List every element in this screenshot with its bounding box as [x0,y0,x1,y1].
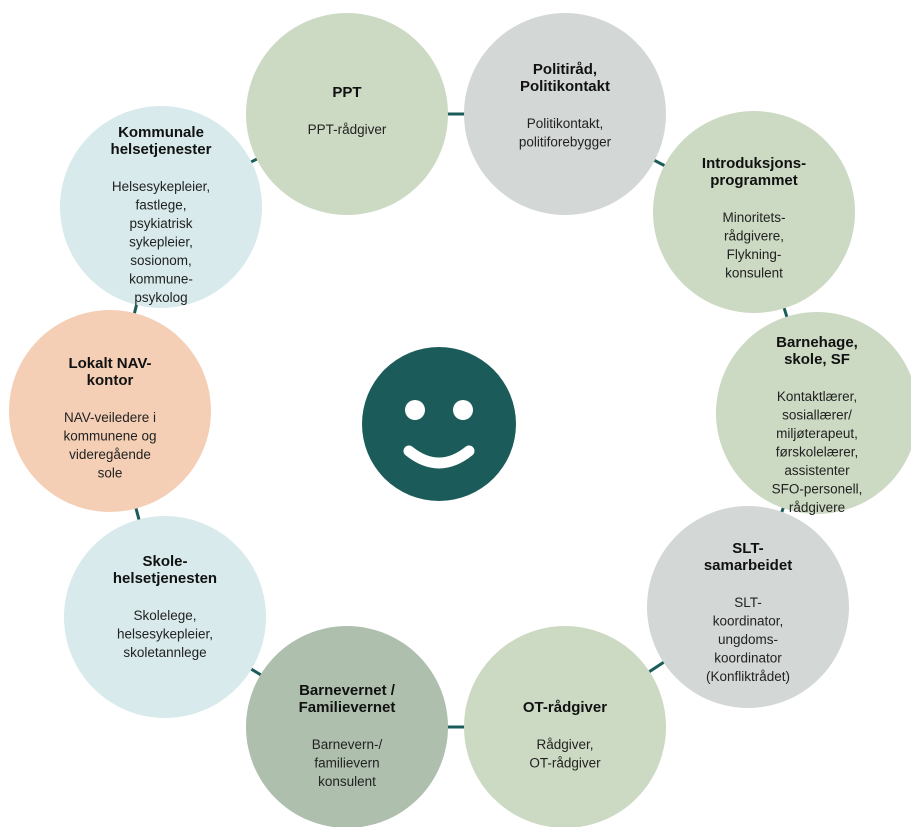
node-circle [246,626,448,827]
node-title: Familievernet [299,699,396,716]
node-description-line: Rådgiver, [536,737,593,752]
node-circle [647,506,849,708]
node-title: programmet [710,172,798,189]
node-circle [653,111,855,313]
node-description-line: rådgivere, [724,229,784,244]
node-barnehage: Barnehage,skole, SF Kontaktlærer, sosiallæ… [716,312,911,515]
node-description-line: Barnevern-/ [312,737,383,752]
node-title: PPT [332,84,361,101]
smiley-face-icon [362,347,516,501]
node-title: samarbeidet [704,557,792,574]
smiley-left-eye [405,400,425,420]
node-title: Skole- [142,553,187,570]
node-description-line: Kontaktlærer, [777,389,857,404]
node-circle [64,516,266,718]
node-title: OT-rådgiver [523,699,607,716]
node-description-line: PPT-rådgiver [308,122,387,137]
node-title: skole, SF [784,351,850,368]
node-description-line: kommune- [129,272,193,287]
node-circle [246,13,448,215]
node-description-line: videregående [69,447,151,462]
node-title: helsetjenesten [113,570,217,587]
node-description-line: Helsesykepleier, [112,179,210,194]
smiley-right-eye [453,400,473,420]
node-description-line: psykolog [134,290,187,305]
node-title: Introduksjons- [702,155,806,172]
node-description-line: sosiallærer/ [782,408,852,423]
node-description-line: Flykning- [727,247,782,262]
node-description-line: sykepleier, [129,235,193,250]
node-description-line: konsulent [318,774,376,789]
node-description-line: Skolelege, [133,608,196,623]
node-description-line: SFO-personell, [772,482,863,497]
node-description-line: koordinator [714,651,782,666]
node-description-line: helsesykepleier, [117,627,213,642]
node-circle [9,310,211,512]
node-description-line: sole [98,466,123,481]
node-description-line: konsulent [725,266,783,281]
node-title: Barnehage, [776,334,858,351]
node-description-line: psykiatrisk [129,216,192,231]
node-circle [464,13,666,215]
node-title: Politikontakt [520,78,610,95]
node-title: Lokalt NAV- [68,355,151,372]
node-description-line: koordinator, [713,614,784,629]
node-circle [716,312,911,514]
node-description-line: NAV-veiledere i [64,410,156,425]
node-title: helsetjenester [111,141,212,158]
node-circle [60,106,262,308]
node-description-line: Politikontakt, [527,116,604,131]
node-description-line: fastlege, [135,198,186,213]
node-title: Kommunale [118,124,204,141]
node-description-line: sosionom, [130,253,192,268]
node-description-line: skoletannlege [123,645,206,660]
smiley-mouth [403,445,475,469]
node-description-line: SLT- [734,595,762,610]
node-description-line: OT-rådgiver [529,756,601,771]
node-description-line: rådgivere [789,500,845,515]
node-description-line: familievern [314,756,379,771]
node-title: Politiråd, [533,61,597,78]
node-title: kontor [87,372,134,389]
center-smiley [362,347,516,501]
node-description-line: kommunene og [63,429,156,444]
node-slt: SLT-samarbeidetSLT-koordinator,ungdoms-k… [647,506,849,708]
node-circle [464,626,666,827]
node-description-line: ungdoms- [718,632,778,647]
node-title: Barnevernet / [299,682,396,699]
node-description-line: politiforebygger [519,135,612,150]
node-title: SLT- [732,540,763,557]
node-description-line: (Konfliktrådet) [706,669,790,684]
node-description-line: Minoritets- [722,210,785,225]
node-ppt: PPT PPT-rådgiver [246,13,448,215]
node-group: PPTPPT-rådgiverPolitiråd,PolitikontaktPo… [9,13,911,827]
node-description-line: førskolelærer, [776,445,859,460]
node-description-line: miljøterapeut, [776,426,858,441]
node-introduksjonsprogrammet: Introduksjons-programmetMinoritets-rådgi… [653,111,855,313]
node-description-line: assistenter [784,463,850,478]
